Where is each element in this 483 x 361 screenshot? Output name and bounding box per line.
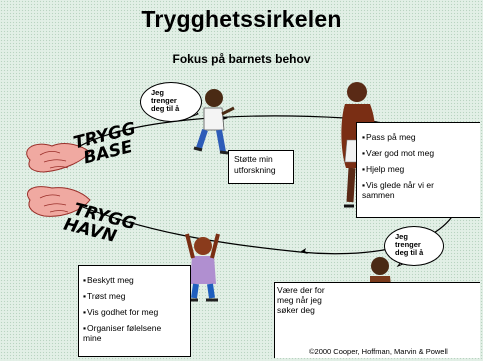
welcome-return-box: Være der for meg når jeg søker deg ©2000…: [274, 282, 480, 358]
bubble-top-line3: deg til å: [151, 104, 180, 113]
support-line1: Støtte min: [234, 154, 273, 164]
speech-bubble-top: Jeg trenger deg til å: [140, 82, 202, 122]
bubble-top-line2: trenger: [151, 96, 177, 105]
safe-haven-needs-box: Beskytt meg Trøst meg Vis godhet for meg…: [78, 265, 191, 357]
page-subtitle: Fokus på barnets behov: [172, 52, 311, 66]
secure-base-needs-box: Pass på meg Vær god mot meg Hjelp meg Vi…: [356, 122, 480, 218]
support-line2: utforskning: [234, 165, 276, 175]
bubble-top-line1: Jeg: [151, 88, 164, 97]
base-need-item: Hjelp meg: [362, 161, 480, 177]
base-need-item: Vis glede når vi er sammen: [362, 180, 454, 200]
bubble-bottom-line3: deg til å: [395, 248, 424, 257]
speech-bubble-bottom: Jeg trenger deg til å: [384, 226, 444, 266]
haven-need-item: Trøst meg: [83, 288, 190, 304]
upper-hand-icon: [26, 143, 91, 173]
welcome-line2: meg når jeg: [277, 295, 322, 305]
bubble-bottom-line2: trenger: [395, 240, 421, 249]
haven-need-item: Beskytt meg: [83, 272, 190, 288]
support-exploration-box: Støtte min utforskning: [228, 150, 294, 184]
lower-hand-icon: [27, 186, 91, 217]
base-need-item: Pass på meg: [362, 129, 480, 145]
welcome-line3: søker deg: [277, 305, 315, 315]
child-exploring-icon: [193, 89, 235, 155]
page-title: Trygghetssirkelen: [141, 6, 342, 32]
welcome-return-text: Være der for meg når jeg søker deg: [277, 285, 325, 315]
haven-need-item: Vis godhet for meg: [83, 304, 190, 320]
bubble-bottom-line1: Jeg: [395, 232, 408, 241]
base-need-item: Vær god mot meg: [362, 145, 480, 161]
welcome-line1: Være der for: [277, 285, 325, 295]
haven-need-item: Organiser følelsene mine: [83, 323, 163, 343]
copyright-notice: ©2000 Cooper, Hoffman, Marvin & Powell: [309, 347, 448, 356]
circle-arrow-bottom: [300, 248, 308, 254]
